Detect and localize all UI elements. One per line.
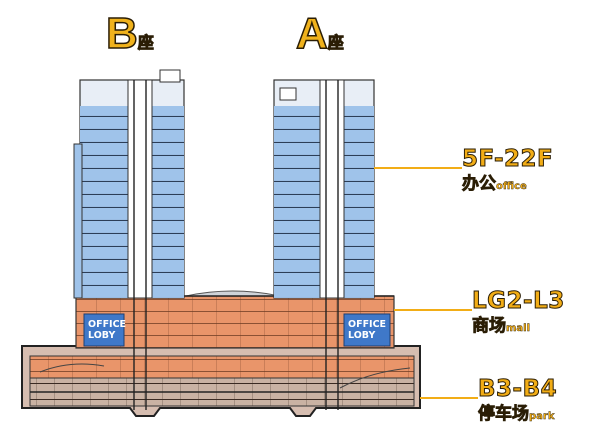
tower-a-letter: A <box>295 9 328 58</box>
park-floor-range: B3-B4 <box>477 376 558 402</box>
tower-b-letter: B <box>105 9 138 58</box>
tower-b-heading: B座 <box>105 9 154 58</box>
park-label-cn: 停车场 <box>478 404 530 424</box>
office-floor-range: 5F-22F <box>461 146 554 172</box>
mall-label: 商场mall <box>472 316 531 336</box>
tower-b-suffix: 座 <box>137 35 154 52</box>
office-label-cn: 办公 <box>462 174 497 194</box>
office-lobby-left-line2: LOBY <box>88 330 116 341</box>
mall-label-cn: 商场 <box>472 316 507 336</box>
office-lobby-right-line2: LOBY <box>348 330 376 341</box>
mall-label-en: mall <box>506 323 531 334</box>
office-label: 办公office <box>462 174 527 194</box>
tower-b <box>73 69 185 410</box>
podium-mall <box>75 290 395 349</box>
tower-a-heading: A座 <box>295 9 344 58</box>
lobby-box-left <box>83 313 125 347</box>
mall-floor-range: LG2-L3 <box>472 288 565 314</box>
lobby-box-right <box>343 313 391 347</box>
tower-a <box>273 79 375 410</box>
basement-structure <box>21 345 421 417</box>
park-label-en: park <box>529 411 555 422</box>
office-lobby-right-label: OFFICE LOBY <box>348 319 386 341</box>
office-lobby-right-line1: OFFICE <box>348 319 387 330</box>
office-lobby-left-label: OFFICE LOBY <box>88 319 126 341</box>
office-lobby-left-line1: OFFICE <box>88 319 127 330</box>
office-label-en: office <box>496 181 527 192</box>
tower-a-suffix: 座 <box>327 35 344 52</box>
park-label: 停车场park <box>478 404 555 424</box>
